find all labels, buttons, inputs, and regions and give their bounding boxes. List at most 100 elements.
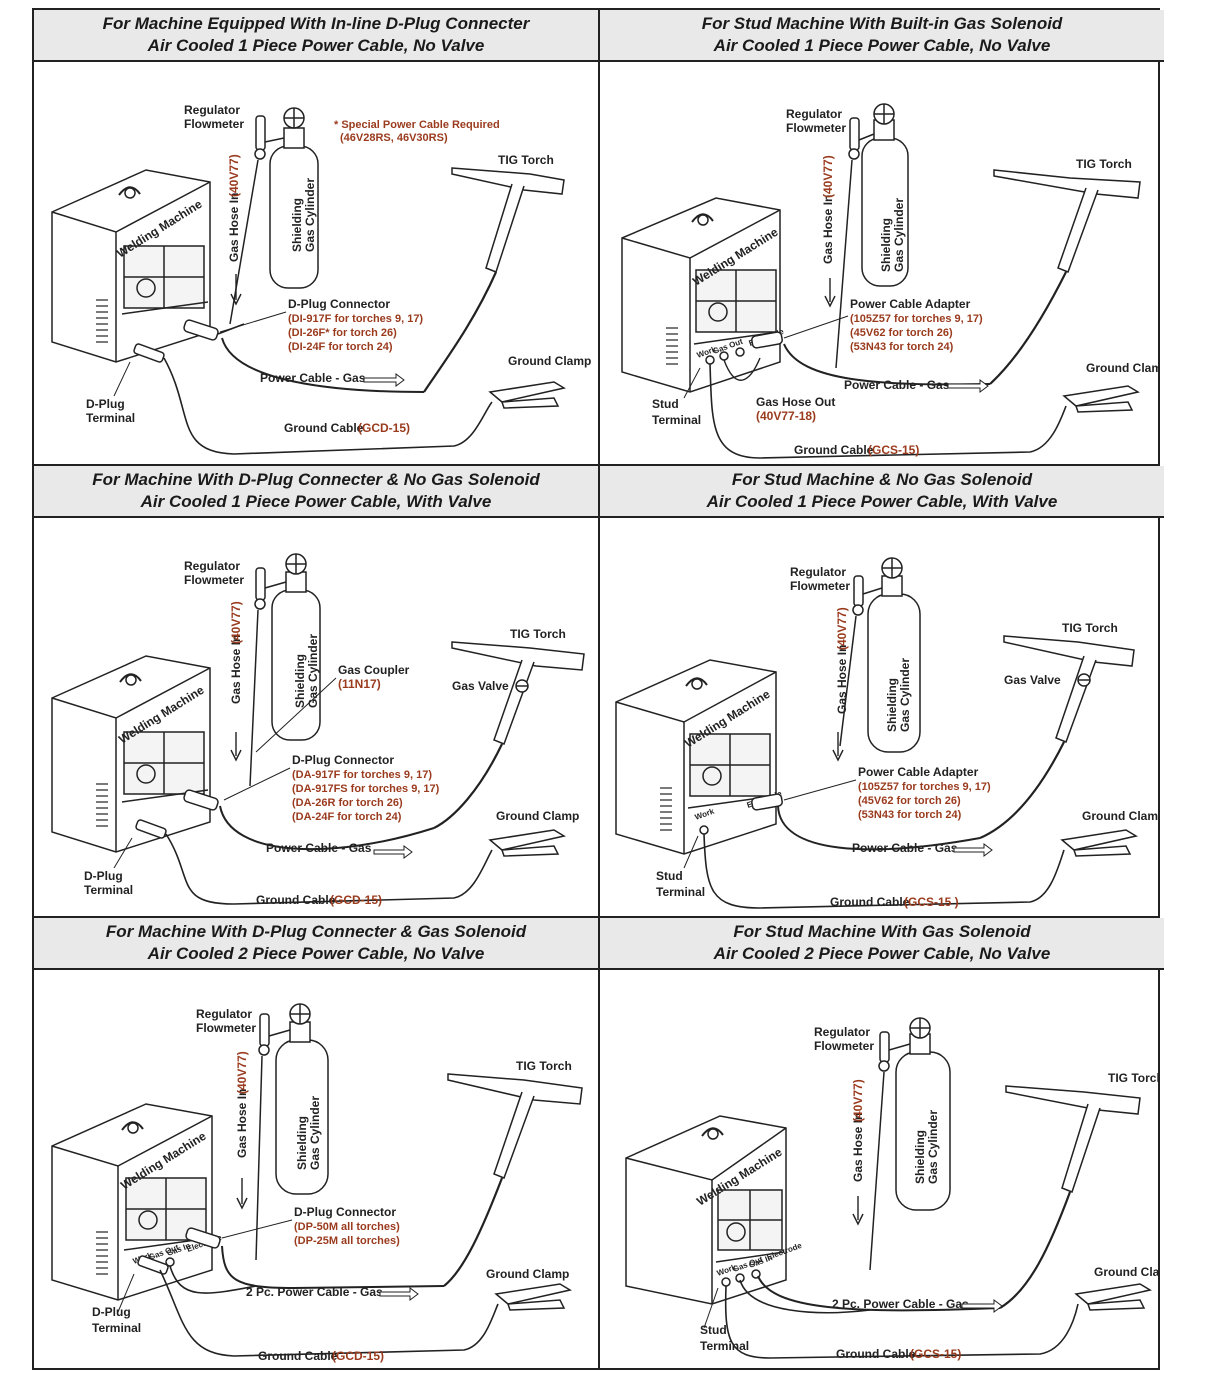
gas-hose-in-code: (40V77)	[235, 1051, 249, 1094]
connector-code-line3: (DA-26R for torch 26)	[292, 797, 403, 809]
ground-cable-label: Ground Cable	[794, 443, 874, 457]
panel-header: For Machine With D-Plug Connecter & Gas …	[34, 918, 598, 970]
panel-header: For Machine Equipped With In-line D-Plug…	[34, 10, 598, 62]
gas-valve	[515, 679, 529, 693]
ground-cable-code: (GCD-15)	[330, 893, 382, 907]
power-cable	[757, 1275, 1001, 1312]
ground-cable	[165, 833, 493, 905]
ground-cable-label: Ground Cable	[836, 1347, 916, 1361]
connector-code-line1: (DI-917F for torches 9, 17)	[288, 313, 423, 325]
setup-diagram: Welding Machine Work Gas Out Gas In Elec…	[51, 1003, 583, 1363]
cylinder-label-line2: Gas Cylinder	[898, 658, 912, 732]
gas-hose-in-label: Gas Hose In	[235, 1089, 249, 1158]
panel-title-line2: Air Cooled 2 Piece Power Cable, No Valve	[147, 944, 485, 963]
cylinder-label-line1: Shielding	[293, 654, 307, 708]
ground-clamp	[488, 829, 566, 857]
power-cable-gas-line	[169, 1265, 257, 1294]
ground-cable-code: (GCD-15)	[358, 421, 410, 435]
special-note-line2: (46V28RS, 46V30RS)	[340, 132, 448, 144]
gas-hose-in-label: Gas Hose In	[227, 193, 241, 262]
panel-inline-dplug: For Machine Equipped With In-line D-Plug…	[34, 10, 598, 464]
tig-torch	[989, 169, 1141, 385]
row-divider-1	[34, 464, 1160, 466]
ground-cable	[703, 833, 1065, 909]
regulator-flowmeter	[258, 1013, 291, 1056]
gas-cylinder	[867, 557, 921, 753]
gas-hose-in-code: (40V77)	[851, 1079, 865, 1122]
gas-cylinder	[895, 1017, 951, 1211]
ground-clamp-label: Ground Clamp	[1086, 361, 1160, 375]
coupler-leader	[255, 677, 337, 753]
gas-cylinder	[271, 553, 321, 741]
cylinder-label-line2: Gas Cylinder	[308, 1096, 322, 1170]
connector-code-line1: (DP-50M all torches)	[294, 1221, 400, 1233]
gas-hose-in-label: Gas Hose In	[821, 195, 835, 264]
gas-hose-in-label: Gas Hose In	[229, 635, 243, 704]
panel-dplug-with-solenoid: For Machine With D-Plug Connecter & Gas …	[34, 918, 598, 1370]
ground-cable	[709, 363, 1067, 459]
dplug-terminal	[133, 343, 165, 363]
gas-valve	[1077, 673, 1091, 687]
ground-clamp-label: Ground Clamp	[508, 354, 591, 368]
row-divider-2	[34, 916, 1160, 918]
power-cable-label: Power Cable - Gas	[844, 378, 950, 392]
connector-title: D-Plug Connector	[292, 753, 394, 767]
power-cable-label: Power Cable - Gas	[266, 841, 372, 855]
flow-arrow-right	[947, 379, 989, 393]
terminal-label-line1: Stud	[656, 869, 683, 883]
ground-clamp-label: Ground Clamp	[1082, 809, 1160, 823]
ground-cable	[163, 357, 493, 455]
terminal-leader	[113, 837, 133, 869]
tig-torch-label: TIG Torch	[510, 627, 566, 641]
connector-title: D-Plug Connector	[288, 297, 390, 311]
panel-header: For Stud Machine With Built-in Gas Solen…	[600, 10, 1164, 62]
connector-code-line3: (53N43 for torch 24)	[850, 341, 954, 353]
power-cable	[777, 805, 981, 851]
flowmeter-label: Flowmeter	[184, 117, 244, 131]
connector-code-line3: (DI-24F for torch 24)	[288, 341, 393, 353]
ground-cable-code: (GCS-15 )	[904, 895, 959, 909]
power-cable-label: 2 Pc. Power Cable - Gas	[832, 1297, 969, 1311]
ground-clamp	[1074, 1283, 1152, 1311]
gas-hose-in	[835, 159, 853, 369]
gas-hose-in	[255, 1055, 263, 1261]
power-cable-adapter	[751, 793, 783, 811]
ground-cable-label: Ground Cable	[256, 893, 336, 907]
setup-diagram: Welding Machine Work Gas Out Gas In Elec…	[625, 1017, 1160, 1361]
connector-code-line2: (DA-917FS for torches 9, 17)	[292, 783, 440, 795]
dplug-terminal	[135, 819, 167, 839]
panel-header: For Stud Machine & No Gas Solenoid Air C…	[600, 466, 1164, 518]
cylinder-label-line1: Shielding	[913, 1130, 927, 1184]
regulator-label: Regulator	[184, 103, 240, 117]
ground-clamp	[1062, 385, 1140, 413]
welding-machine	[51, 1103, 213, 1301]
panel-stud-builtin-solenoid: For Stud Machine With Built-in Gas Solen…	[600, 10, 1164, 464]
ground-clamp-label: Ground Clamp	[496, 809, 579, 823]
panel-title-line2: Air Cooled 1 Piece Power Cable, With Val…	[140, 492, 492, 511]
flow-arrow-right	[961, 1299, 1003, 1313]
tig-torch-label: TIG Torch	[1076, 157, 1132, 171]
gas-hose-out-label: Gas Hose Out	[756, 395, 835, 409]
coupler-code: (11N17)	[338, 677, 381, 691]
ground-cable	[724, 1285, 1079, 1359]
cylinder-label-line1: Shielding	[290, 198, 304, 252]
column-divider	[598, 10, 600, 1370]
flowmeter-label: Flowmeter	[790, 579, 850, 593]
panel-title-line1: For Stud Machine & No Gas Solenoid	[731, 470, 1033, 489]
flowmeter-label: Flowmeter	[196, 1021, 256, 1035]
flowmeter-label: Flowmeter	[814, 1039, 874, 1053]
panel-title-line1: For Stud Machine With Built-in Gas Solen…	[701, 14, 1063, 33]
cylinder-label-line2: Gas Cylinder	[306, 634, 320, 708]
welding-machine	[621, 197, 781, 393]
connector-leader	[223, 767, 291, 801]
terminal-label-line1: D-Plug	[92, 1305, 131, 1319]
tig-torch-label: TIG Torch	[1108, 1071, 1160, 1085]
flow-arrow-down	[236, 1178, 248, 1210]
ground-cable-code: (GCD-15)	[332, 1349, 384, 1363]
flow-arrow-right	[373, 845, 413, 859]
regulator-label: Regulator	[184, 559, 240, 573]
regulator-label: Regulator	[814, 1025, 870, 1039]
cylinder-label-line2: Gas Cylinder	[926, 1110, 940, 1184]
setup-diagram: Welding Machine Regulator Flowmeter * Sp…	[51, 103, 591, 455]
gas-hose-in	[249, 609, 259, 787]
